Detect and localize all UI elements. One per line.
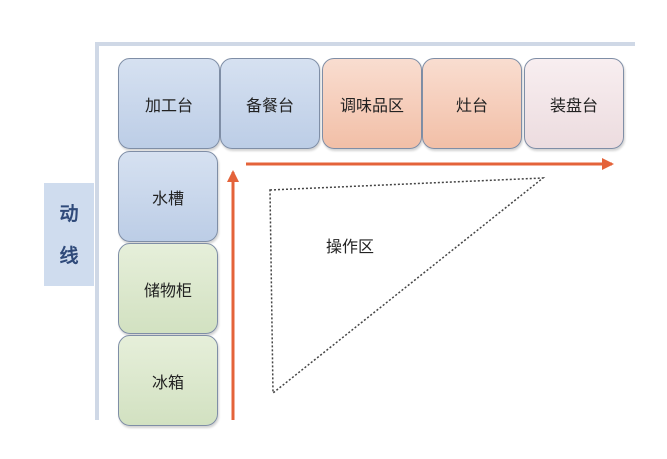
station-label: 水槽 — [151, 188, 184, 208]
station-refrigerator: 冰箱 — [118, 335, 218, 426]
station-storage-cabinet: 储物柜 — [118, 243, 218, 334]
flow-label-char-2: 线 — [59, 244, 79, 267]
station-stove: 灶台 — [422, 58, 522, 149]
station-label: 装盘台 — [549, 95, 598, 115]
station-prep-table: 加工台 — [118, 58, 220, 149]
station-label: 储物柜 — [143, 280, 192, 300]
station-sink: 水槽 — [118, 151, 218, 242]
top-wall-line — [95, 42, 635, 46]
flow-label-tag: 动 线 — [44, 183, 94, 286]
work-triangle — [269, 177, 546, 395]
station-label: 加工台 — [144, 95, 193, 115]
work-zone-label: 操作区 — [326, 237, 375, 256]
flow-label-char-1: 动 — [59, 202, 79, 225]
station-plating-table: 装盘台 — [524, 58, 624, 149]
station-label: 冰箱 — [151, 372, 184, 392]
station-label: 灶台 — [455, 95, 488, 115]
station-label: 备餐台 — [245, 95, 294, 115]
left-wall-line — [95, 42, 99, 420]
station-serving-table: 备餐台 — [220, 58, 320, 149]
station-label: 调味品区 — [339, 95, 404, 115]
station-seasoning-area: 调味品区 — [322, 58, 422, 149]
